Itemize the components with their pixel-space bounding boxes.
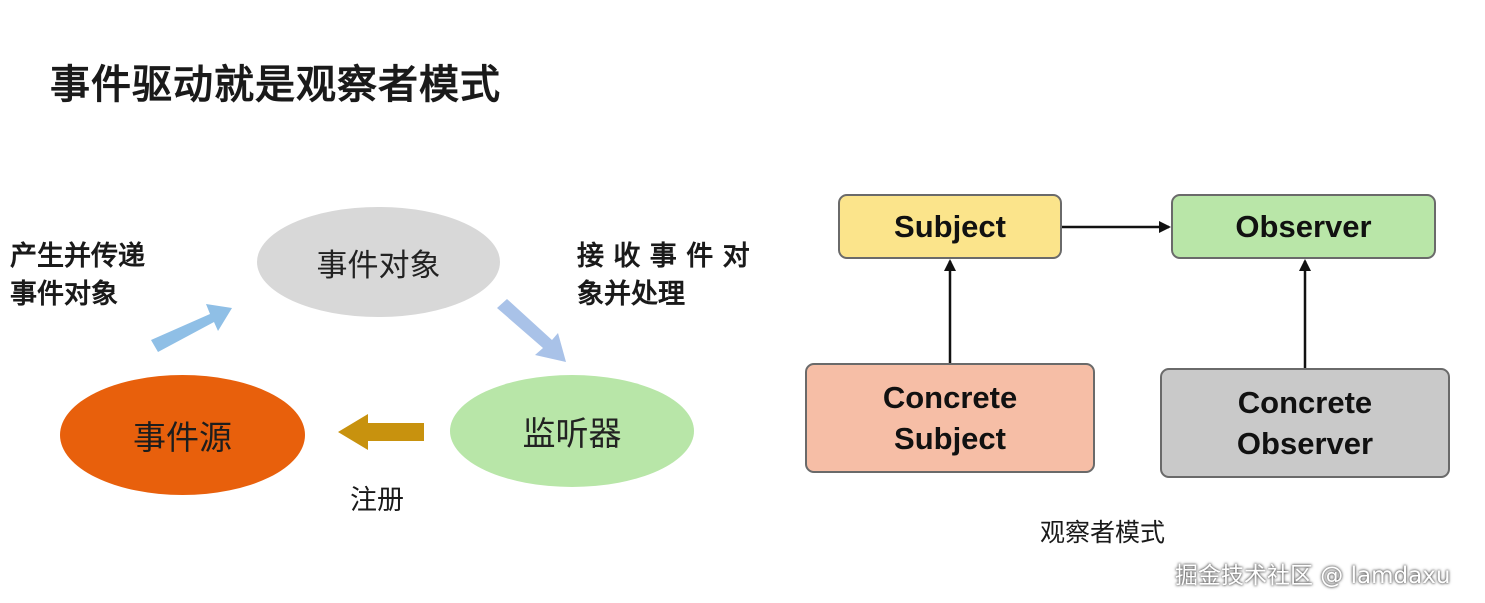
receive-label-line1: 接 收 事 件 对 bbox=[577, 241, 750, 272]
concrete-observer-line2: Observer bbox=[1236, 426, 1374, 461]
event-object-label: 事件对象 bbox=[316, 247, 441, 284]
produce-label-line1: 产生并传递 bbox=[10, 241, 145, 272]
produce-arrow bbox=[151, 304, 232, 352]
page-title: 事件驱动就是观察者模式 bbox=[50, 62, 501, 108]
concrete-subject-box: Concrete Subject bbox=[805, 363, 1095, 473]
event-source-label: 事件源 bbox=[133, 418, 232, 457]
concrete-observer-line1: Concrete bbox=[1237, 385, 1373, 420]
receive-label: 接 收 事 件 对 象并处理 bbox=[577, 238, 750, 314]
event-object-node: 事件对象 bbox=[257, 207, 500, 317]
concrete-subject-line2: Subject bbox=[894, 421, 1006, 456]
receive-label-line2: 象并处理 bbox=[577, 279, 685, 310]
listener-node: 监听器 bbox=[450, 375, 694, 487]
observer-box: Observer bbox=[1171, 194, 1436, 259]
event-source-node: 事件源 bbox=[60, 375, 305, 495]
concrete-subject-line1: Concrete bbox=[882, 380, 1018, 415]
subject-box: Subject bbox=[838, 194, 1062, 259]
register-arrow bbox=[338, 414, 424, 450]
listener-label: 监听器 bbox=[522, 414, 622, 453]
observer-pattern-caption: 观察者模式 bbox=[1040, 518, 1166, 547]
produce-label: 产生并传递 事件对象 bbox=[10, 238, 145, 314]
register-label: 注册 bbox=[350, 485, 404, 516]
produce-label-line2: 事件对象 bbox=[10, 279, 118, 310]
receive-arrow bbox=[497, 299, 566, 362]
observer-label: Observer bbox=[1235, 209, 1372, 244]
concrete-observer-box: Concrete Observer bbox=[1160, 368, 1450, 478]
subject-label: Subject bbox=[894, 209, 1006, 244]
watermark-text: 掘金技术社区 @ lamdaxu bbox=[1175, 563, 1451, 589]
